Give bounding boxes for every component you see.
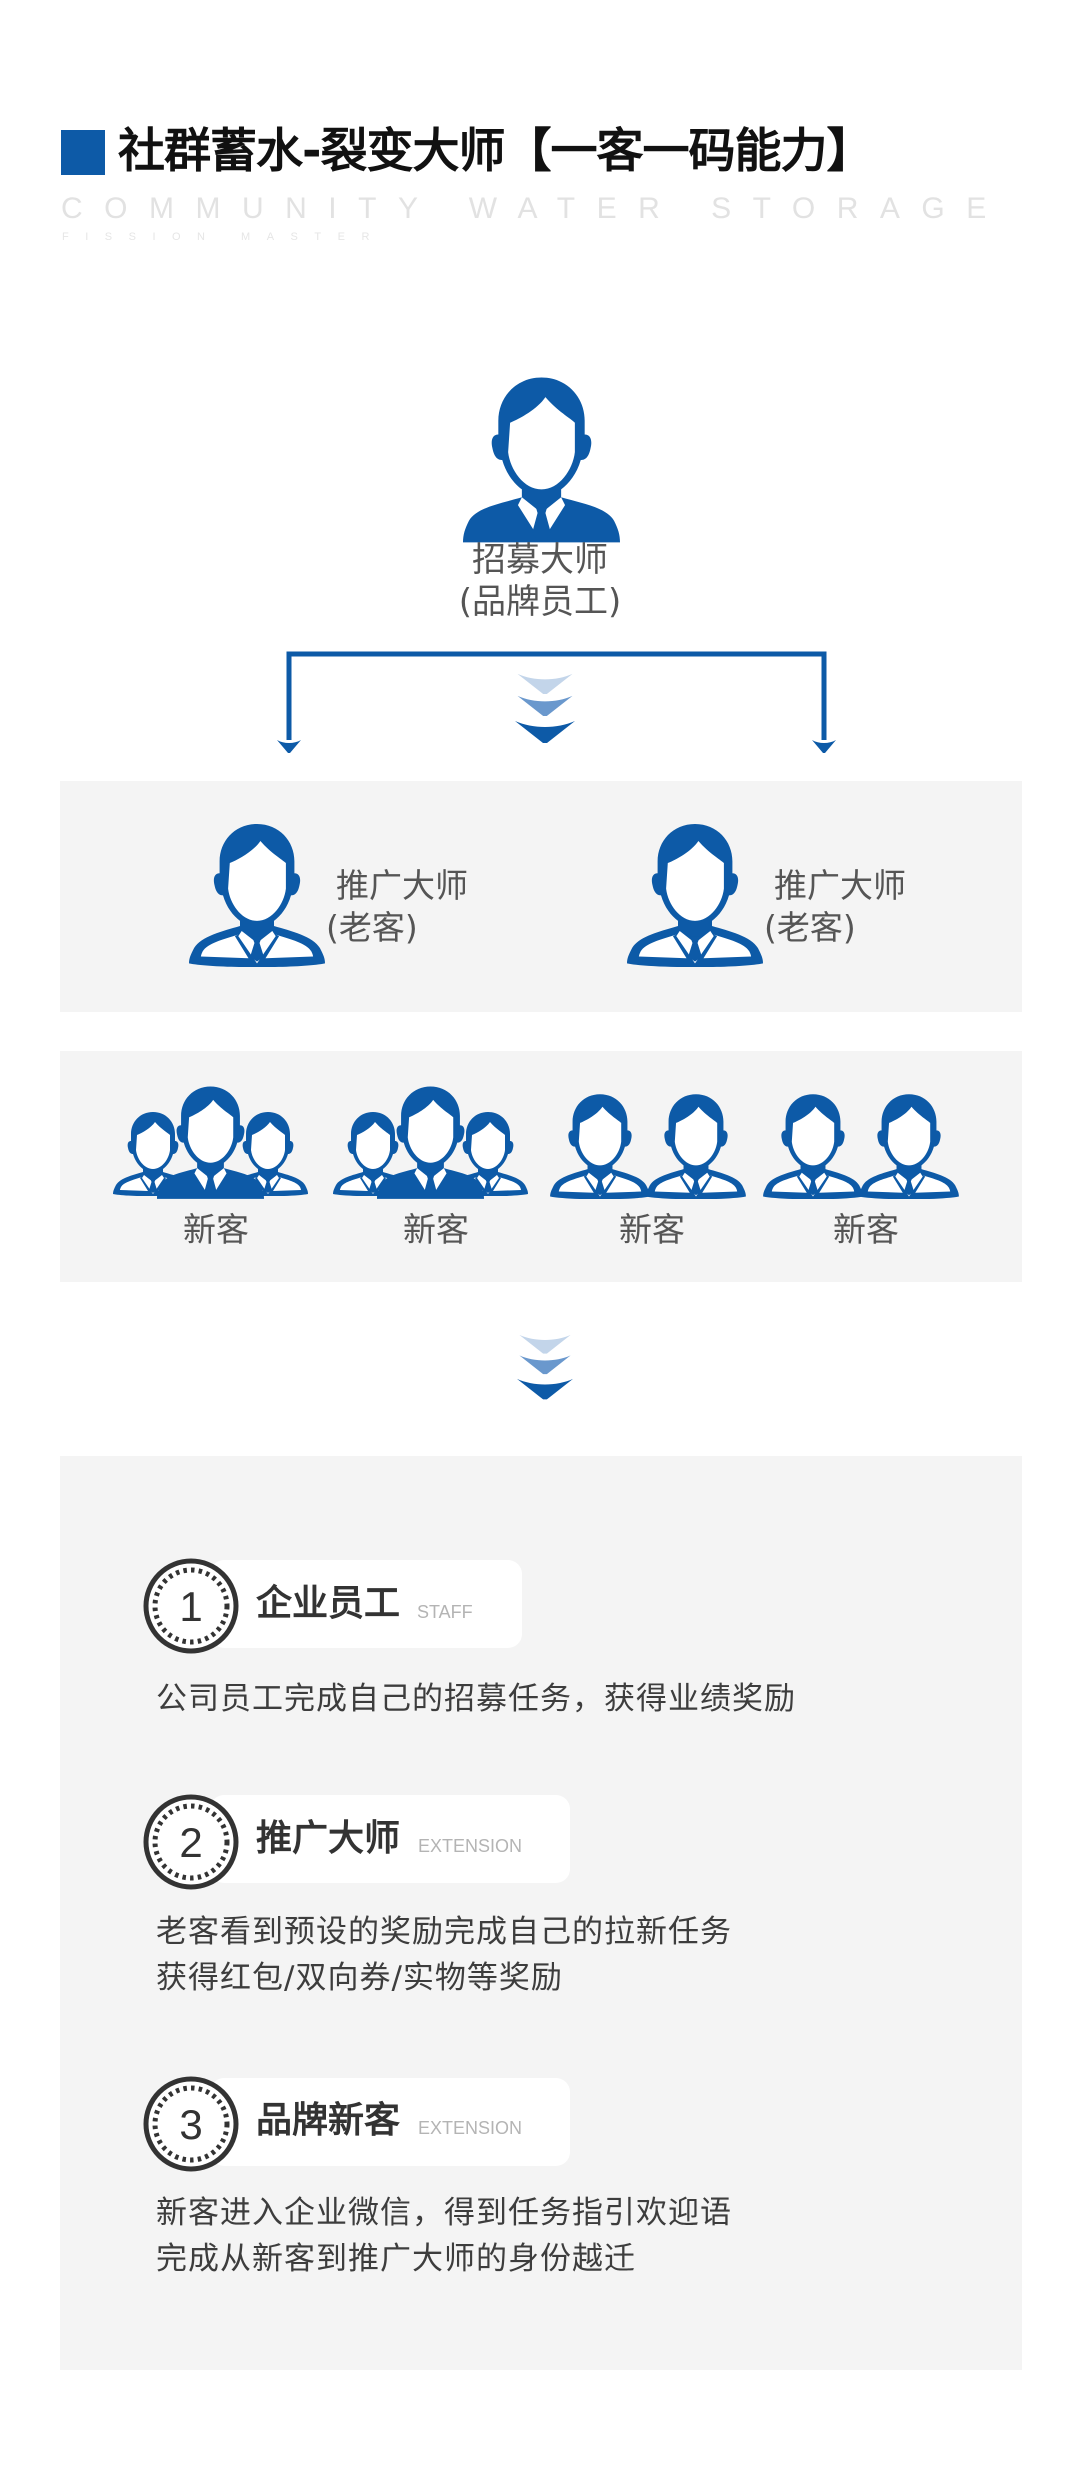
recruiter-person-icon	[463, 375, 620, 543]
new-customer-label: 新客	[833, 1210, 899, 1249]
promoter-label-role: (老客)	[764, 908, 856, 947]
step-description-line: 获得红包/双向券/实物等奖励	[156, 1960, 563, 1996]
step-description-line: 完成从新客到推广大师的身份越迁	[156, 2241, 636, 2277]
step-subtitle: STAFF	[417, 1602, 473, 1622]
step-2-header-pill	[210, 1795, 570, 1883]
step-number-badge-icon: 2	[143, 1794, 239, 1890]
step-title: 企业员工	[256, 1583, 401, 1624]
branch-arrow-icon	[277, 651, 836, 753]
recruiter-label-role: (品牌员工)	[458, 582, 622, 622]
page-title: 社群蓄水-裂变大师【一客一码能力】	[118, 124, 874, 179]
recruiter-label-title: 招募大师	[472, 540, 608, 580]
group-of-three-icon	[333, 1083, 528, 1205]
step-subtitle: EXTENSION	[418, 2118, 523, 2138]
svg-text:3: 3	[179, 2101, 202, 2148]
new-customer-label: 新客	[619, 1210, 685, 1249]
step-description-line: 新客进入企业微信，得到任务指引欢迎语	[156, 2195, 732, 2231]
page-subtitle-english: COMMUNITY WATER STORAGE	[61, 192, 1008, 225]
group-of-two-icon	[550, 1093, 746, 1201]
step-description-line: 老客看到预设的奖励完成自己的拉新任务	[156, 1914, 732, 1950]
svg-text:2: 2	[179, 1819, 202, 1866]
new-customer-label: 新客	[403, 1210, 469, 1249]
promoter-label-title: 推广大师	[774, 866, 906, 905]
step-3-header-pill	[210, 2078, 570, 2166]
group-of-three-icon	[113, 1083, 308, 1205]
new-customer-label: 新客	[183, 1210, 249, 1249]
step-1-header-pill	[210, 1560, 522, 1648]
triple-chevron-down-icon	[517, 1334, 573, 1400]
promoter-label-title: 推广大师	[336, 866, 468, 905]
group-of-two-icon	[763, 1093, 959, 1201]
step-title: 品牌新客	[256, 2100, 401, 2141]
step-description-line: 公司员工完成自己的招募任务，获得业绩奖励	[156, 1681, 796, 1717]
step-number-badge-icon: 1	[143, 1558, 239, 1654]
page-subtitle-english-small: FISSION MASTER	[62, 231, 386, 243]
triple-chevron-down-icon	[515, 673, 575, 743]
step-number-badge-icon: 3	[143, 2076, 239, 2172]
step-subtitle: EXTENSION	[418, 1836, 523, 1856]
promoter-person-icon	[627, 822, 763, 967]
promoter-label-role: (老客)	[326, 908, 418, 947]
promoters-panel	[60, 781, 1022, 1012]
svg-text:1: 1	[179, 1583, 202, 1630]
step-title: 推广大师	[256, 1818, 401, 1859]
title-accent-square	[61, 130, 105, 175]
promoter-person-icon	[189, 822, 325, 967]
